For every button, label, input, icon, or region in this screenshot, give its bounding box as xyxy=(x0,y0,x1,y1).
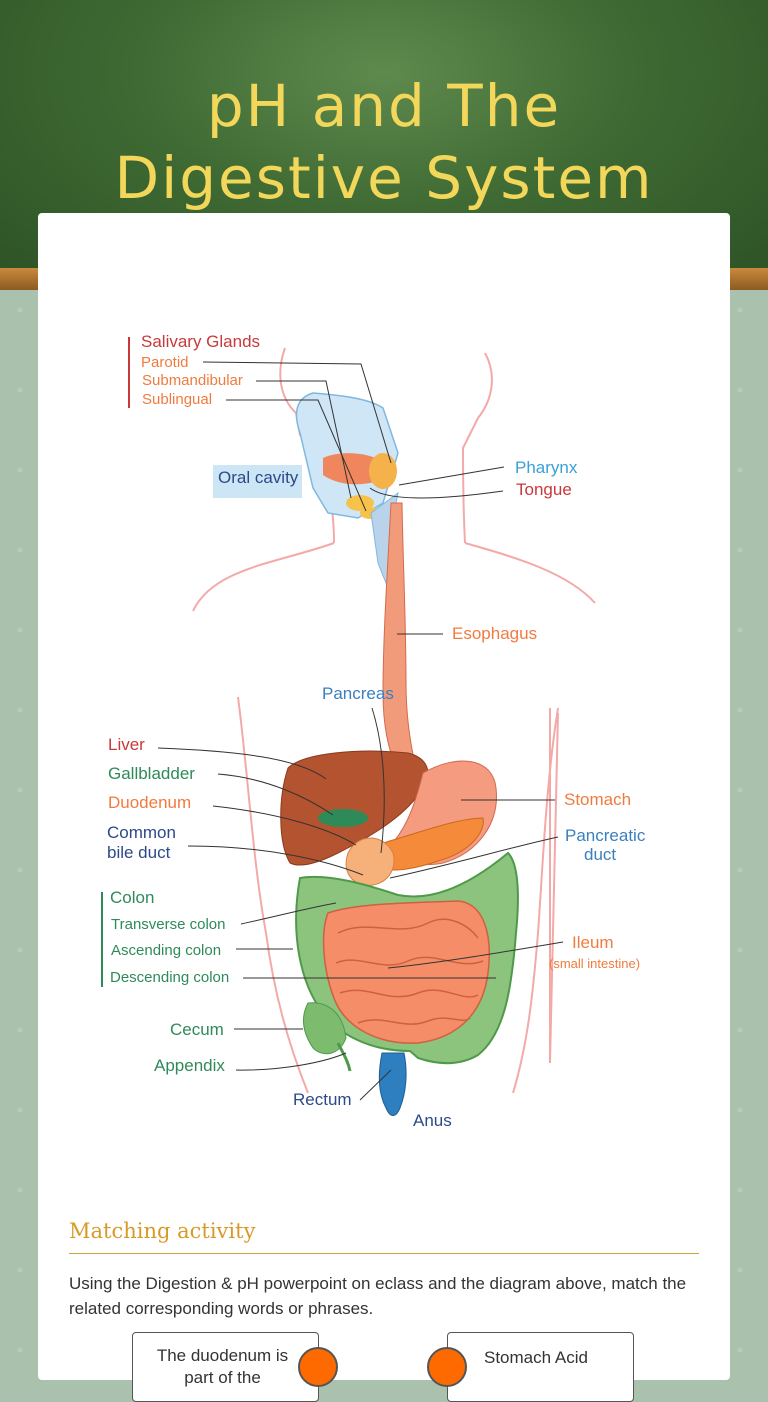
label-cecum: Cecum xyxy=(170,1020,224,1039)
label-ileum: Ileum xyxy=(572,933,614,952)
label-pancreatic-duct-1: Pancreatic xyxy=(565,826,646,845)
match-connector-left[interactable] xyxy=(298,1347,338,1387)
match-item-right-text: Stomach Acid xyxy=(484,1348,588,1367)
liver-shape xyxy=(280,750,429,866)
label-anus: Anus xyxy=(413,1111,452,1130)
label-small-intestine: (small intestine) xyxy=(549,956,640,971)
label-descending-colon: Descending colon xyxy=(110,969,229,986)
label-pharynx: Pharynx xyxy=(515,458,578,477)
label-ascending-colon: Ascending colon xyxy=(111,942,221,959)
match-item-left[interactable]: The duodenum is part of the xyxy=(132,1332,319,1402)
label-stomach: Stomach xyxy=(564,790,631,809)
label-appendix: Appendix xyxy=(154,1056,225,1075)
match-connector-right[interactable] xyxy=(427,1347,467,1387)
match-item-left-text: The duodenum is part of the xyxy=(156,1346,289,1387)
oral-cavity-highlight xyxy=(213,465,302,498)
label-colon: Colon xyxy=(110,888,154,907)
label-transverse-colon: Transverse colon xyxy=(111,916,226,933)
label-common-bile-duct-2: bile duct xyxy=(107,843,171,862)
page-title: pH and The Digestive System xyxy=(114,72,654,212)
label-gallbladder: Gallbladder xyxy=(108,764,195,783)
label-salivary-glands: Salivary Glands xyxy=(141,332,260,351)
label-tongue: Tongue xyxy=(516,480,572,499)
label-duodenum: Duodenum xyxy=(108,793,191,812)
label-esophagus: Esophagus xyxy=(452,624,537,643)
rectum-shape xyxy=(378,1052,407,1116)
cecum-shape xyxy=(302,1002,347,1055)
match-item-right[interactable]: Stomach Acid xyxy=(447,1332,634,1402)
small-intestine-folds xyxy=(335,918,484,1025)
label-pancreas: Pancreas xyxy=(322,684,394,703)
head-structures xyxy=(295,392,399,589)
label-parotid: Parotid xyxy=(141,354,189,371)
gallbladder-shape xyxy=(318,809,368,827)
label-submandibular: Submandibular xyxy=(142,372,243,389)
label-sublingual: Sublingual xyxy=(142,391,212,408)
instructions-text: Using the Digestion & pH powerpoint on e… xyxy=(69,1274,687,1318)
worksheet-card: Salivary Glands Parotid Submandibular Su… xyxy=(38,213,730,1402)
appendix-shape xyxy=(336,1042,352,1072)
label-common-bile-duct-1: Common xyxy=(107,823,176,842)
leader-lines xyxy=(101,337,564,1101)
label-pancreatic-duct-2: duct xyxy=(584,845,616,864)
label-rectum: Rectum xyxy=(293,1090,352,1109)
label-oral-cavity: Oral cavity xyxy=(218,468,299,487)
section-heading: Matching activity xyxy=(69,1219,699,1254)
pancreas-shape xyxy=(382,817,484,871)
duodenum-shape xyxy=(345,837,395,886)
label-liver: Liver xyxy=(108,735,145,754)
digestive-system-diagram: Salivary Glands Parotid Submandibular Su… xyxy=(101,332,646,1130)
